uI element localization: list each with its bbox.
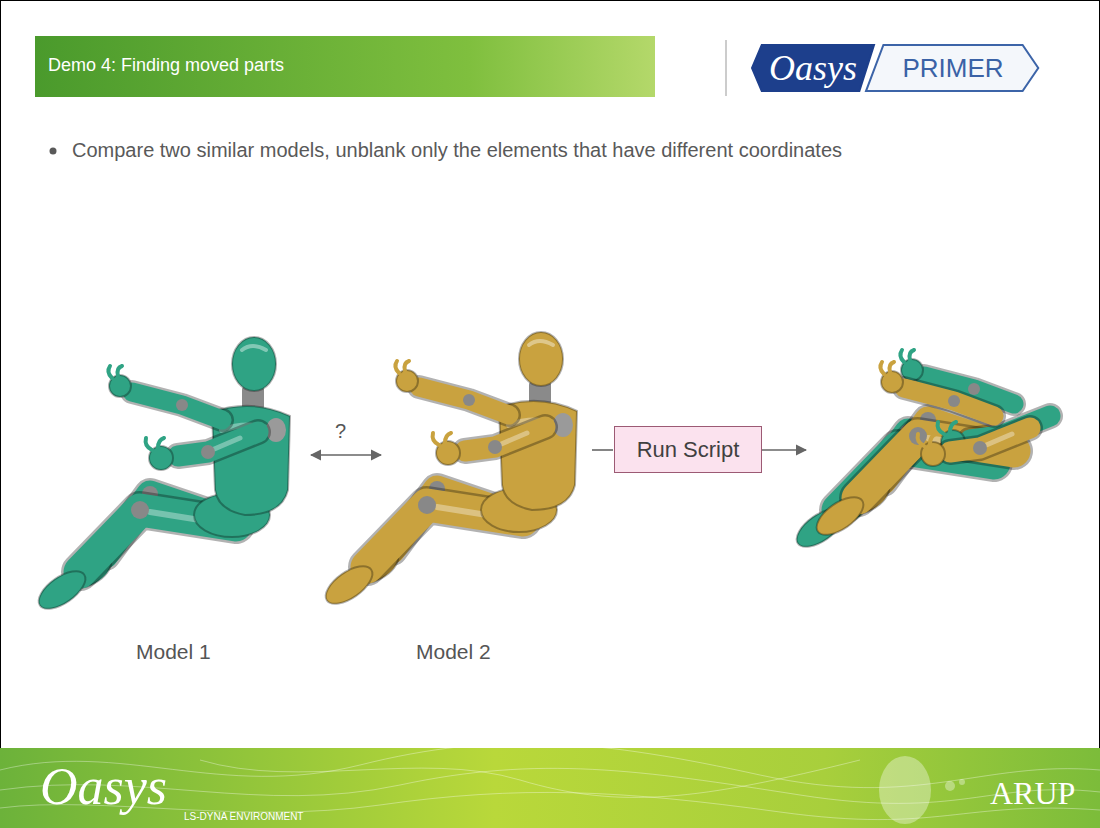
badge-shape [866, 45, 1038, 91]
logo-oasys-badge: Oasys [752, 44, 874, 92]
logo-primer-badge: PRIMER [866, 44, 1040, 92]
title-banner [35, 36, 655, 97]
node-text: Run Script [637, 437, 740, 463]
node-text: PRIMER [902, 53, 1003, 84]
model-2-dummy [319, 332, 577, 611]
footer-logo: Oasys [40, 757, 167, 816]
footer-waves [0, 743, 1100, 819]
separator-line [725, 40, 727, 96]
bullet-text: Compare two similar models, unblank only… [72, 136, 1062, 164]
process-box: Run Script [614, 426, 762, 473]
model-caption: Model 1 [136, 640, 211, 664]
footer-banner [0, 748, 1100, 828]
slide-title: Demo 4: Finding moved parts [48, 55, 284, 76]
bullet-dot [50, 148, 57, 155]
script-input-line [592, 449, 613, 451]
script-output-arrow [762, 449, 806, 451]
model-1-dummy [32, 337, 290, 616]
result-figure [790, 350, 1050, 554]
model-caption: Model 2 [416, 640, 491, 664]
footer-tagline: LS-DYNA ENVIRONMENT [184, 811, 303, 822]
footer-company: ARUP [990, 775, 1075, 812]
question-mark: ? [335, 420, 346, 443]
node-text: Oasys [769, 47, 857, 89]
badge-shape [752, 45, 874, 91]
footer-head-icon [879, 756, 965, 824]
compare-arrow [311, 454, 381, 456]
